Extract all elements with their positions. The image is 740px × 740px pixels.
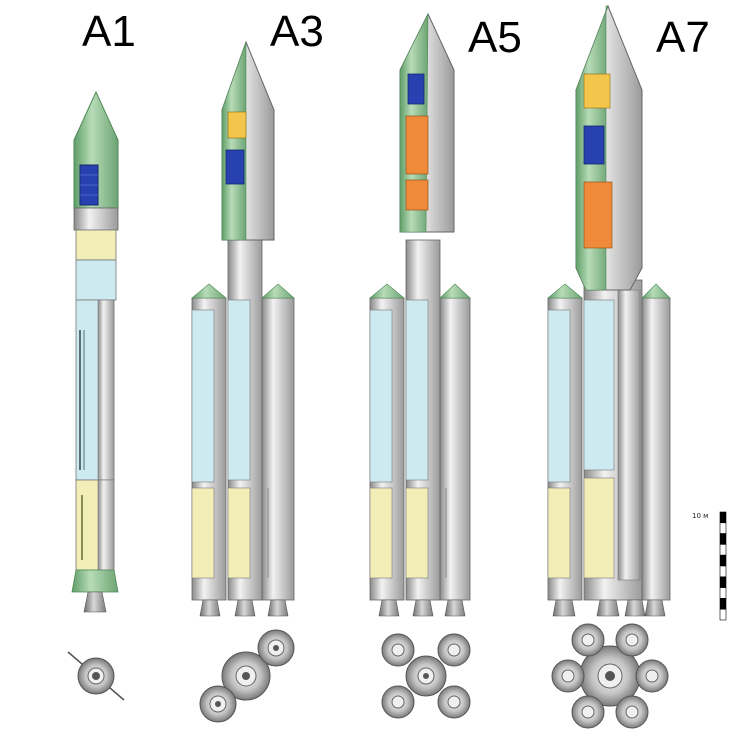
scale-bar-segment	[719, 576, 727, 588]
rocket-a5	[369, 12, 471, 617]
variant-label-a3: A3	[270, 7, 324, 56]
variant-label-a1: A1	[82, 7, 136, 56]
scale-bar-segment	[719, 511, 727, 524]
scale-bar-segment	[719, 544, 727, 556]
scale-bar-segment	[719, 565, 727, 578]
scale-bar-segment	[719, 554, 727, 567]
variant-label-a5: A5	[468, 13, 522, 62]
scale-bar-label: 10 м	[692, 512, 709, 520]
rocket-a3	[191, 40, 295, 617]
scale-bar-segment	[719, 598, 727, 610]
solar-panel-a3	[225, 149, 245, 185]
scale-bar-segment	[719, 533, 727, 545]
solar-panel-a7	[583, 125, 605, 165]
scale-bar	[719, 511, 727, 621]
rocket-a1	[71, 90, 119, 613]
bottom-view-a1	[67, 651, 125, 701]
solar-panel-a5	[407, 73, 425, 105]
rocket-a7	[547, 4, 671, 617]
bottom-view-a3	[199, 629, 295, 723]
scale-bar-segment	[719, 522, 727, 534]
scale-bar-segment	[719, 587, 727, 599]
variant-label-a7: A7	[656, 13, 710, 62]
scale-bar-segment	[719, 608, 727, 621]
bottom-view-a5	[381, 633, 471, 719]
bottom-view-a7	[551, 623, 669, 729]
